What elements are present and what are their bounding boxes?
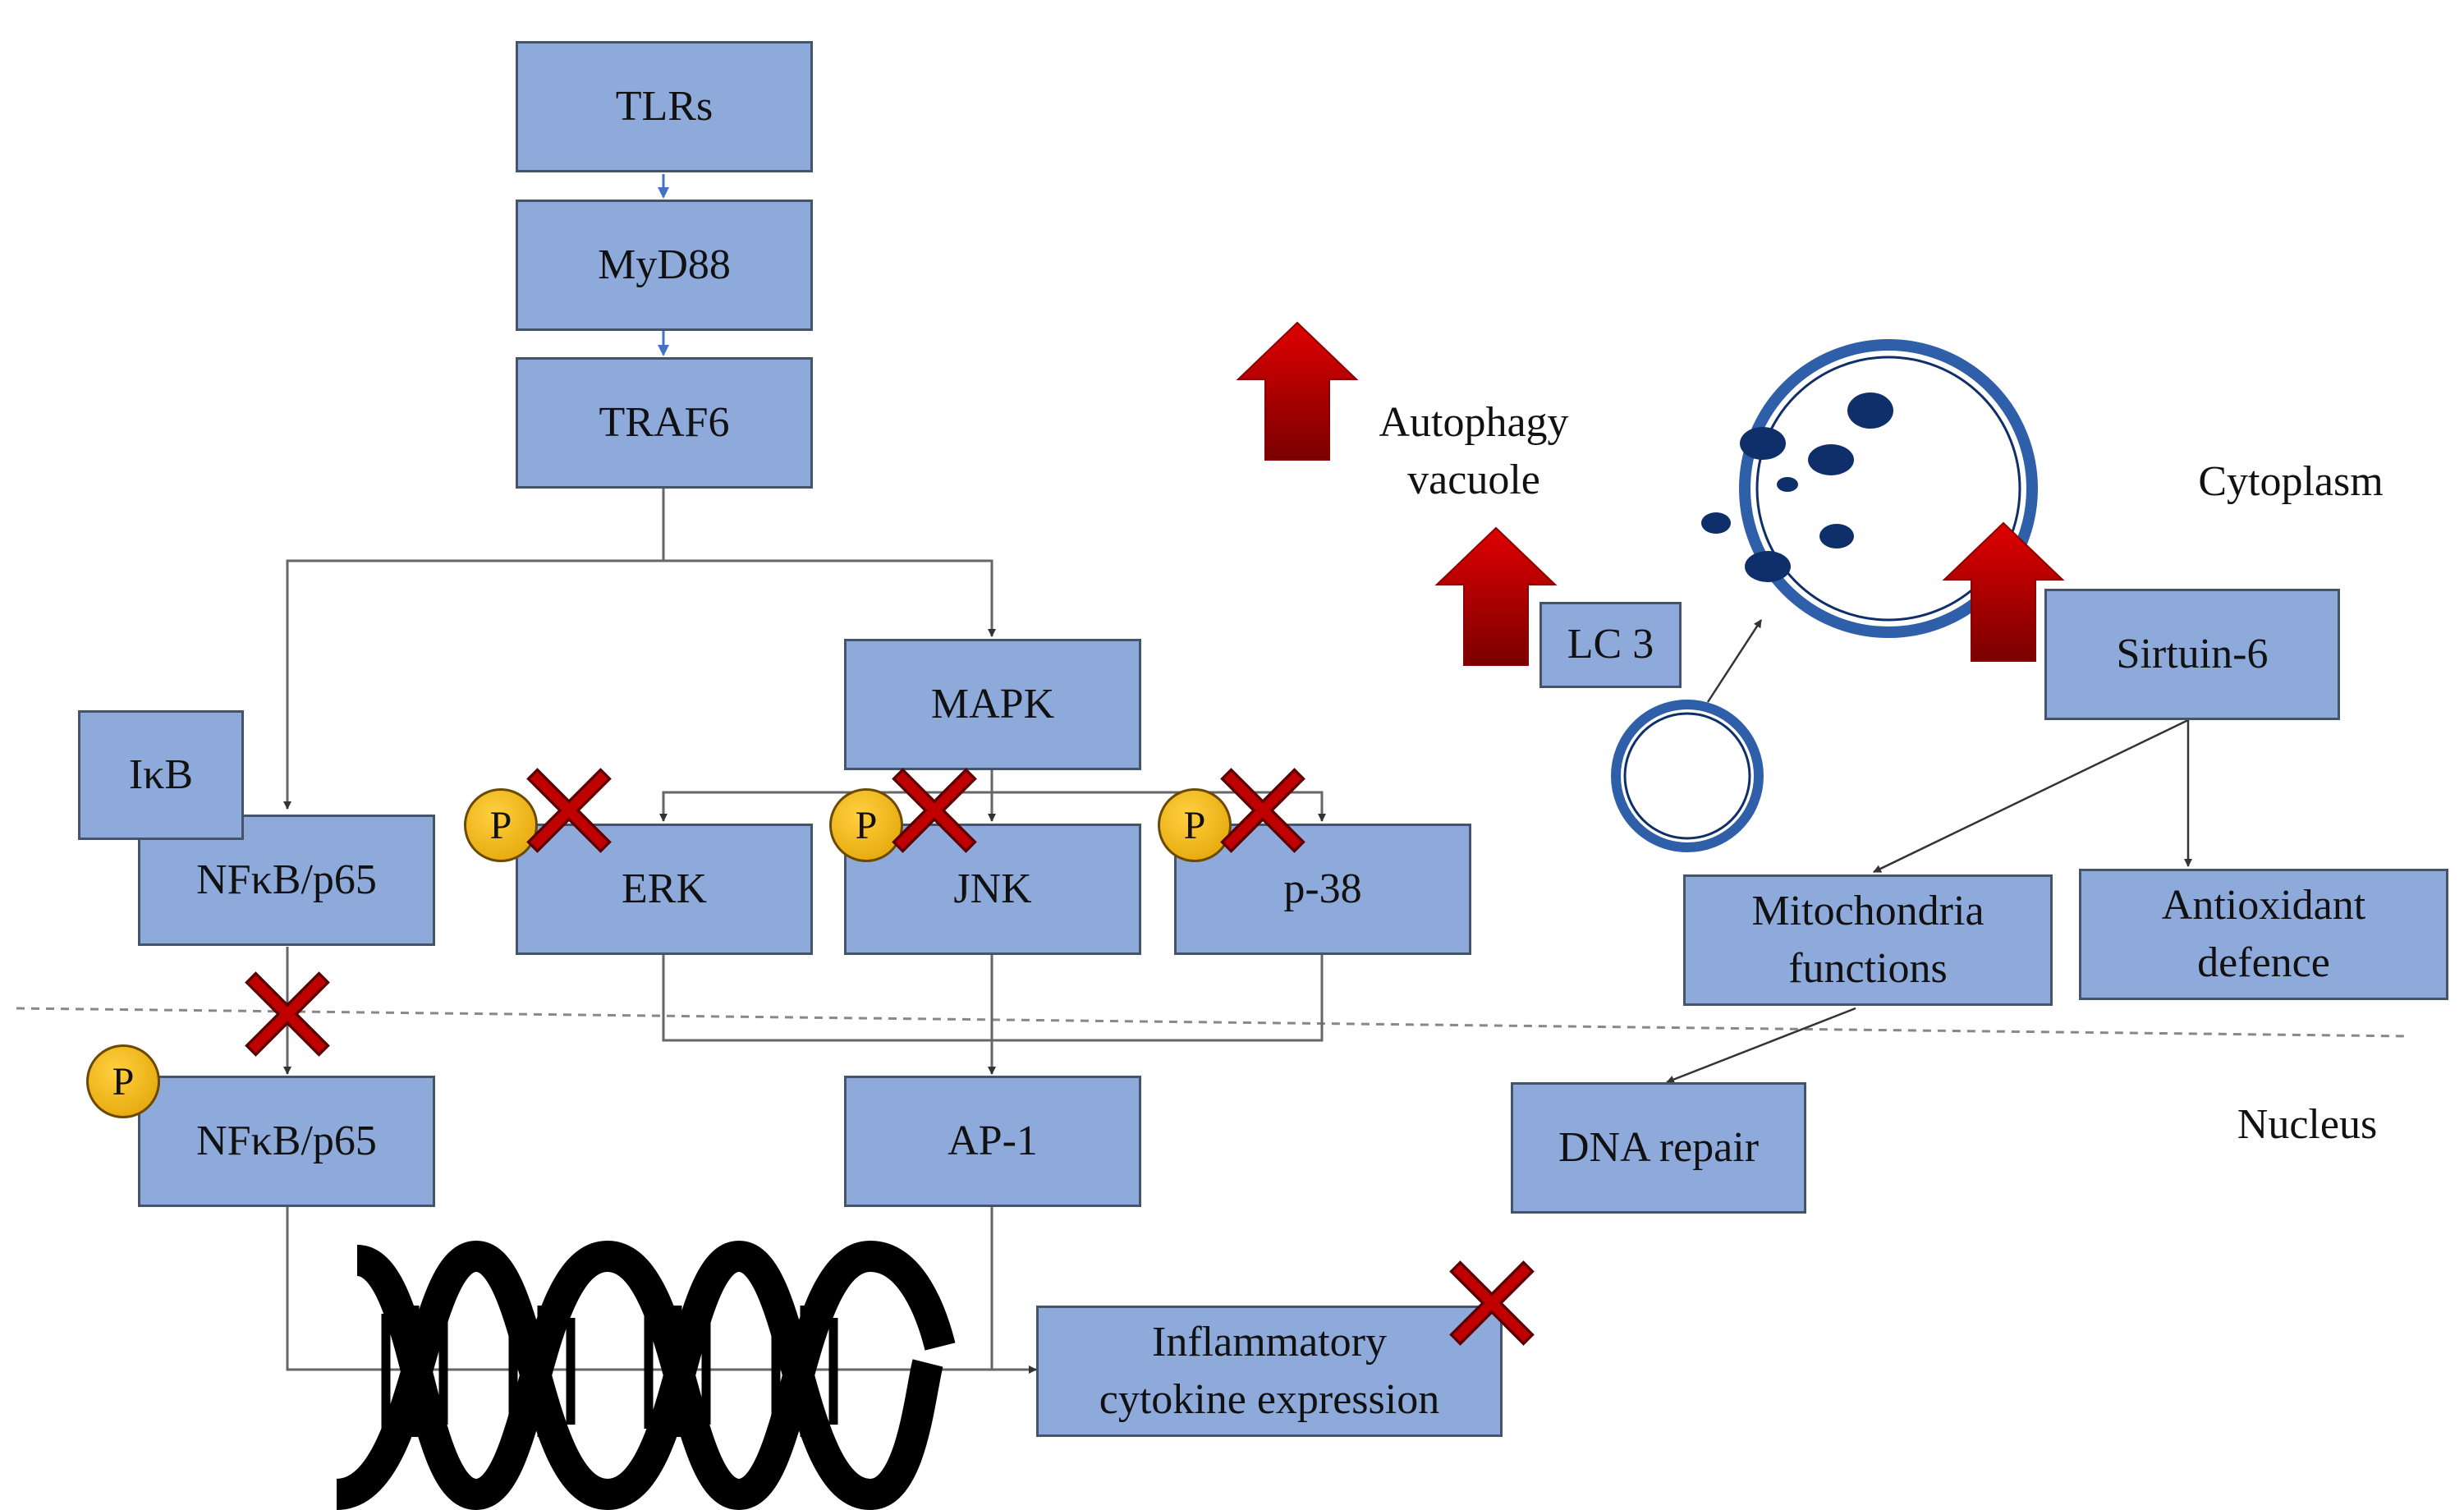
node-myd88: MyD88 (516, 200, 813, 331)
inhibition-x-icon-jnk (892, 768, 977, 853)
node-antioxidant-defence: Antioxidant defence (2079, 869, 2448, 1000)
phagophore-icon (1611, 700, 1764, 852)
dna-helix-icon (334, 1240, 956, 1510)
node-ikb: IκB (78, 710, 244, 840)
phosphate-icon-p38: P (1158, 788, 1232, 862)
edge-mito-dna (1666, 1007, 1856, 1084)
inhibition-x-icon-nfkb (245, 971, 330, 1057)
node-mitochondria-functions: Mitochondria functions (1683, 874, 2053, 1006)
edge-traf6-mapk (663, 559, 996, 637)
edge-phagophore-vacuole (1706, 619, 1763, 703)
node-inflammatory-cytokine: Inflammatory cytokine expression (1036, 1306, 1503, 1437)
edge-mapk-p38 (992, 791, 1326, 822)
label-nucleus: Nucleus (2237, 1101, 2378, 1148)
inhibition-x-icon-p38 (1220, 768, 1305, 853)
node-tlrs: TLRs (516, 41, 813, 172)
node-ap1: AP-1 (844, 1076, 1141, 1207)
edge-p38-ap1 (992, 955, 1324, 1042)
vacuole-icon (1701, 339, 2038, 638)
inhibition-x-icon-inflammatory (1449, 1260, 1535, 1346)
edge-traf6-branch (283, 489, 665, 810)
node-erk: ERK (516, 824, 813, 955)
phosphate-icon-erk: P (464, 788, 538, 862)
edge-erk-ap1 (662, 955, 992, 1042)
inhibition-x-icon-erk (526, 768, 612, 853)
node-traf6: TRAF6 (516, 357, 813, 489)
node-dna-repair: DNA repair (1511, 1082, 1806, 1214)
phosphate-icon-nfkb: P (86, 1044, 160, 1118)
label-autophagy-vacuole: Autophagy vacuole (1379, 399, 1569, 504)
node-lc3: LC 3 (1539, 602, 1682, 688)
membrane-divider (16, 1007, 2411, 1038)
up-arrow-icon-autophagy (1236, 321, 1359, 461)
label-cytoplasm: Cytoplasm (2198, 458, 2384, 505)
node-nfkb-nucleus: NFκB/p65 (138, 1076, 435, 1207)
edge-sirt6-mito (1873, 718, 2189, 874)
up-arrow-icon-lc3 (1434, 526, 1558, 666)
node-sirtuin6: Sirtuin-6 (2044, 589, 2340, 720)
up-arrow-icon-sirt6 (1942, 521, 2065, 662)
node-mapk: MAPK (844, 639, 1141, 770)
phosphate-icon-jnk: P (829, 788, 903, 862)
